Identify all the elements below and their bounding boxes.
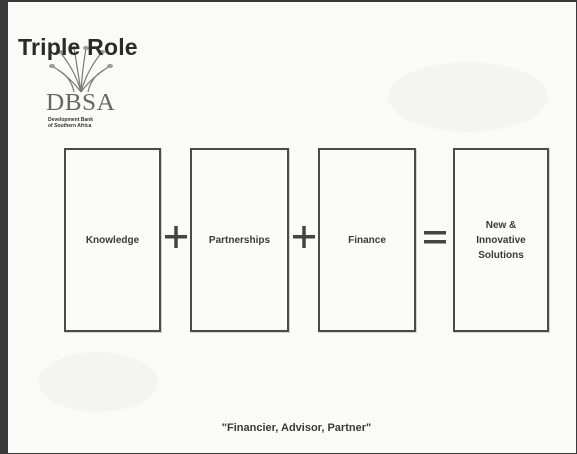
knowledge-label: Knowledge: [85, 234, 140, 246]
plus-icon: [165, 226, 187, 248]
equals-icon: [424, 231, 446, 244]
partnerships-label: Partnerships: [208, 234, 271, 246]
plus-icon: [293, 226, 315, 248]
finance-label: Finance: [348, 234, 386, 246]
logo-subtitle: Development Bank of Southern Africa: [48, 117, 94, 129]
scan-smudge: [38, 352, 158, 412]
knowledge-box: Knowledge: [64, 148, 161, 332]
partnerships-box: Partnerships: [190, 148, 289, 332]
logo-wordmark: DBSA: [46, 90, 116, 116]
finance-box: Finance: [318, 148, 416, 332]
slide-title: Triple Role: [18, 34, 138, 60]
solutions-box: New & Innovative Solutions: [453, 148, 549, 332]
tagline-quote: "Financier, Advisor, Partner": [221, 422, 372, 434]
scan-smudge: [388, 62, 548, 132]
dbsa-logo-icon: [49, 46, 113, 93]
solutions-label: New & Innovative Solutions: [476, 219, 526, 261]
